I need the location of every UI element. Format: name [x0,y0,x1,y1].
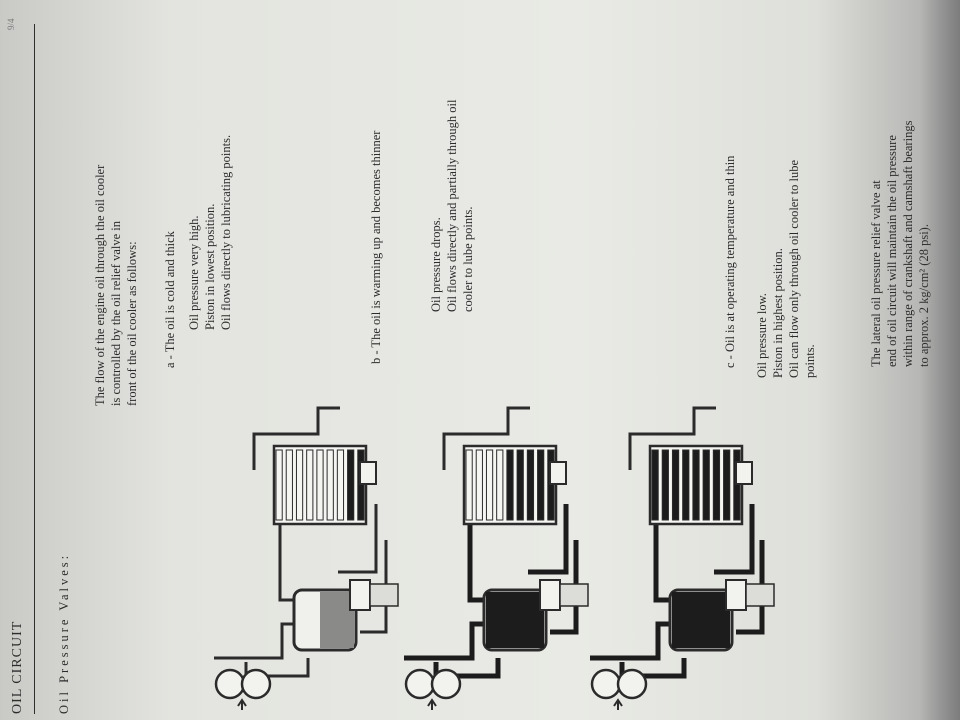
cooler-fin-row [723,449,731,521]
footnote-line-1: The lateral oil pressure relief valve at [869,180,883,367]
cooler-fin-row [326,449,334,521]
oil-cooler [462,444,558,526]
cooler-fin-row [516,449,524,521]
intro-line-2: is controlled by the oil relief valve in [109,220,123,406]
oil-reservoir-level [486,592,544,648]
cooler-fin-row [651,449,659,521]
state-c-line-4: points. [803,344,817,378]
cooler-fin-row [661,449,669,521]
cooler-fin-row [316,449,324,521]
state-b-title: b - The oil is warming up and becomes th… [369,130,383,364]
cooler-valve [549,461,567,485]
cooler-fin-row [702,449,710,521]
cooler-fin-row [537,449,545,521]
header-rule [34,24,35,714]
state-c-line-2: Piston in highest position. [771,248,785,378]
state-a-line-2: Piston in lowest position. [203,203,217,330]
section-title: OIL CIRCUIT [10,620,25,714]
cooler-fin-row [295,449,304,521]
heading-oil-pressure-valves: Oil Pressure Valves: [57,552,71,714]
oil-reservoir-level [672,592,730,648]
cooler-fin-row [496,449,504,521]
state-c-title: c - Oil is at operating temperature and … [723,155,737,368]
cooler-valve [359,461,377,485]
relief-valve [349,579,399,611]
cooler-valve [735,461,753,485]
page-number: 9/4 [6,18,16,30]
cooler-fin-row [275,449,283,521]
state-c-line-1: Oil pressure low. [755,293,769,378]
state-a-line-1: Oil pressure very high. [187,215,201,330]
cooler-fin-row [712,449,721,521]
cooler-fin-row [682,449,690,521]
state-a-title: a - The oil is cold and thick [163,231,177,368]
state-a-line-3: Oil flows directly to lubricating points… [219,134,233,330]
intro-line-1: The flow of the engine oil through the o… [93,164,107,406]
diagram-state-c [590,406,775,710]
cooler-fin-row [485,449,494,521]
cooler-fin-row [671,449,680,521]
diagram-state-a [214,406,399,710]
diagram-state-b [404,406,589,710]
oil-cooler [272,444,368,526]
cooler-fin-row [692,449,700,521]
relief-valve [725,579,775,611]
cooler-fin-row [285,449,293,521]
oil-pump [590,668,648,710]
cooler-fin-row [306,449,314,521]
oil-reservoir-level [320,592,354,648]
cooler-fin-row [475,449,483,521]
oil-pump [214,668,272,710]
oil-cooler [648,444,744,526]
cooler-fin-row [465,449,473,521]
oil-pump [404,668,462,710]
intro-line-3: front of the oil cooler as follows: [125,241,139,406]
state-b-line-1: Oil pressure drops. [429,217,443,312]
footnote-line-2: end of oil circuit will maintain the oil… [885,135,899,367]
cooler-fin-row [526,449,535,521]
cooler-fin-row [336,449,345,521]
footnote-line-3: within range of crankshaft and camshaft … [901,120,915,367]
state-b-line-3: cooler to lube points. [461,206,475,312]
cooler-fin-row [506,449,514,521]
photo-edge-shadow [920,0,960,720]
state-b-line-2: Oil flows directly and partially through… [445,99,459,312]
relief-valve [539,579,589,611]
cooler-fin-row [347,449,355,521]
state-c-line-3: Oil can flow only through oil cooler to … [787,159,801,378]
